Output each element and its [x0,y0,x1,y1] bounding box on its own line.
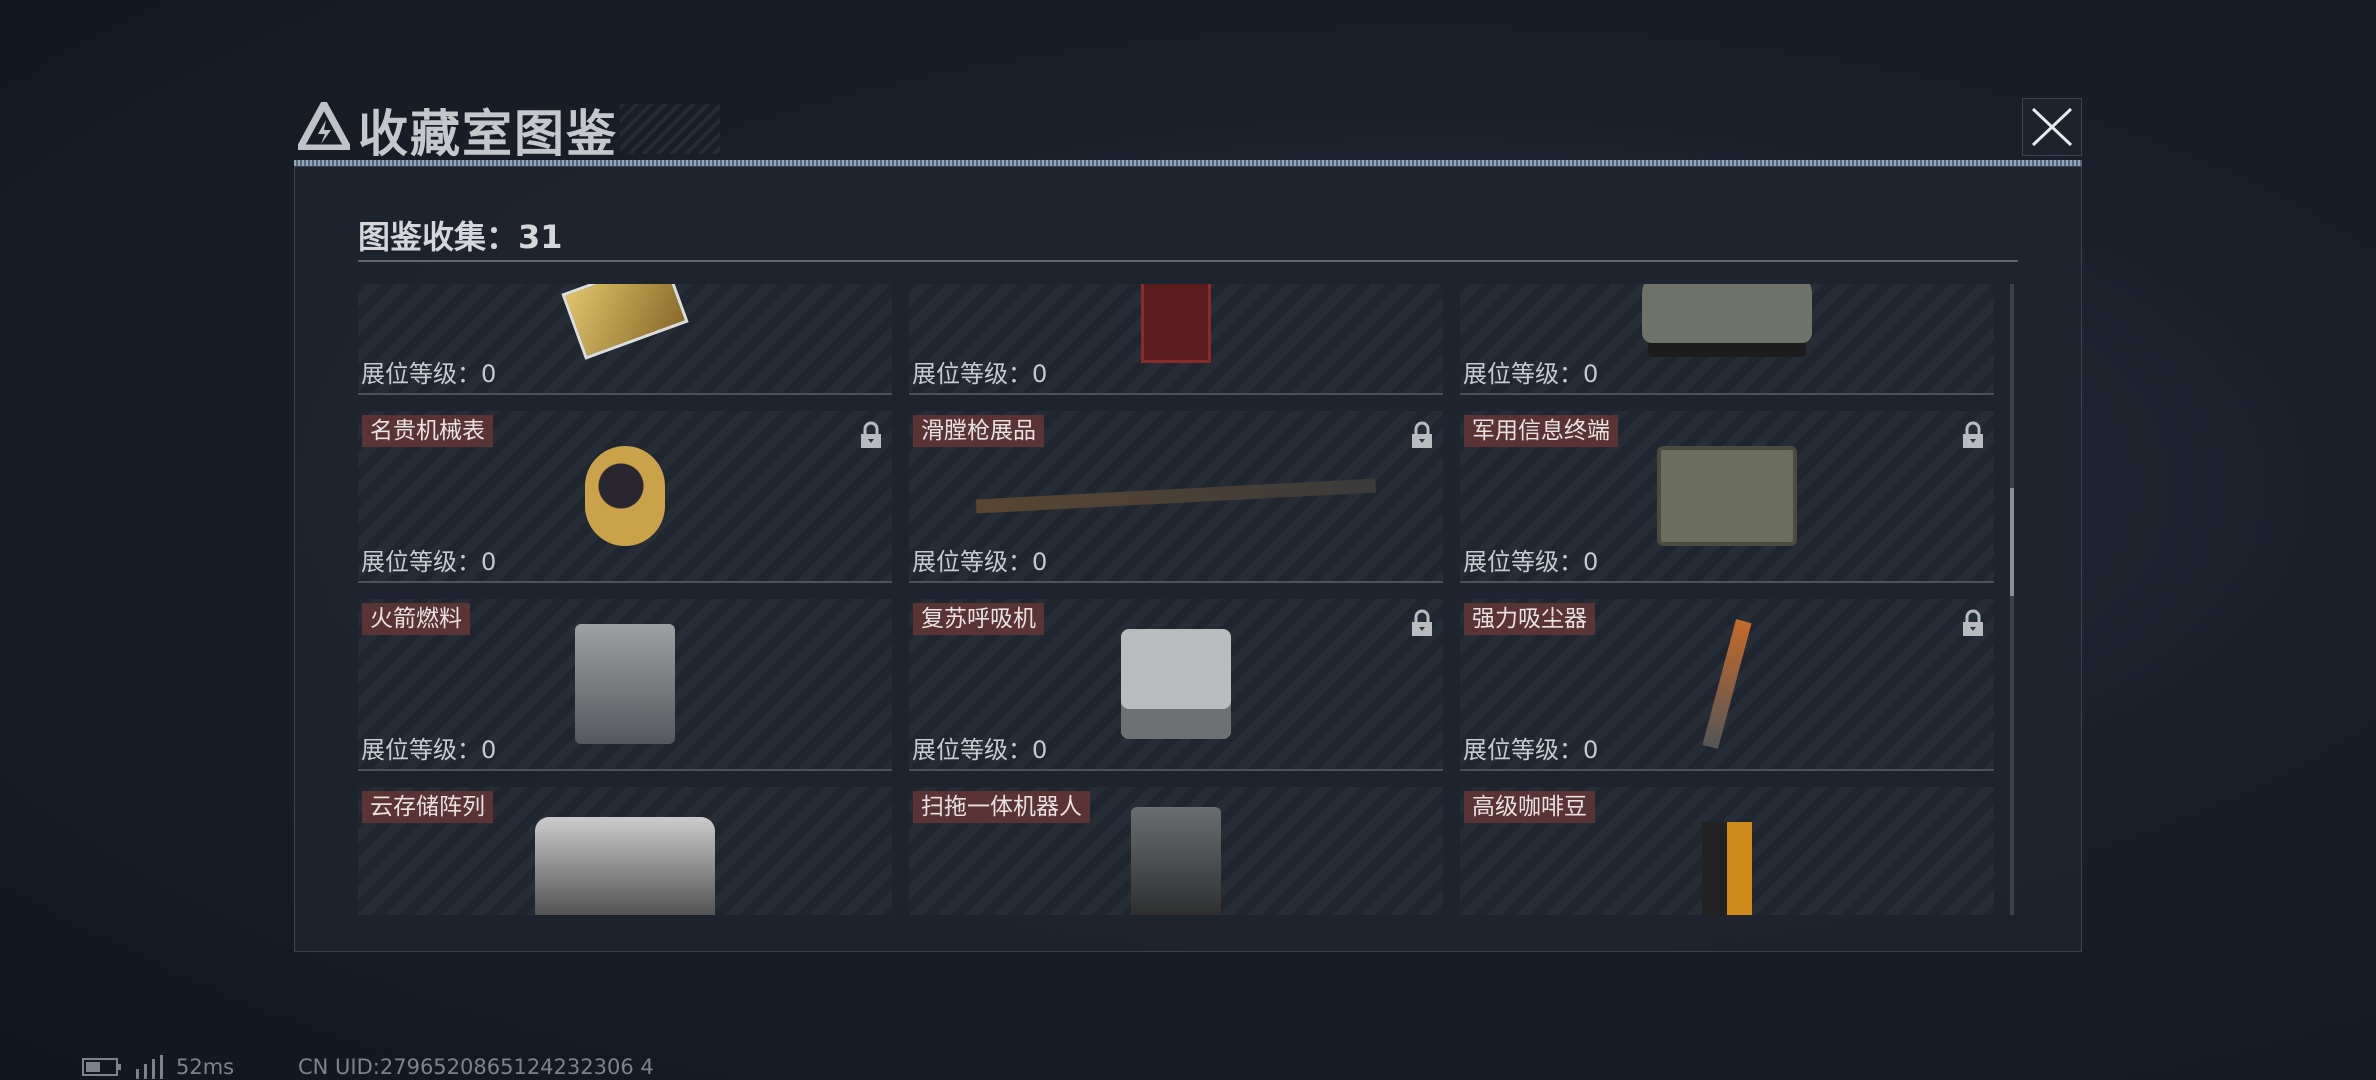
display-level: 展位等级：0 [361,736,497,764]
item-card[interactable]: 展位等级：0 [909,284,1443,395]
count-divider [358,260,2018,262]
display-level: 展位等级：0 [912,548,1048,576]
display-level: 展位等级：0 [1463,360,1599,388]
collection-count: 图鉴收集：31 [358,218,563,256]
item-image [1131,807,1221,915]
close-icon [2031,107,2073,147]
item-name: 高级咖啡豆 [1464,791,1595,823]
item-name: 强力吸尘器 [1464,603,1595,635]
item-image [585,446,665,546]
item-card[interactable]: 扫拖一体机器人展位等级：0 [909,787,1443,915]
item-card[interactable]: 展位等级：0 [1460,284,1994,395]
item-card[interactable]: 复苏呼吸机展位等级：0 [909,599,1443,771]
item-image [1702,619,1752,749]
item-card[interactable]: 火箭燃料展位等级：0 [358,599,892,771]
scrollbar[interactable] [2010,284,2014,915]
item-card[interactable]: 强力吸尘器展位等级：0 [1460,599,1994,771]
item-name: 名贵机械表 [362,415,493,447]
lock-icon [1412,421,1432,448]
item-card[interactable]: 高级咖啡豆展位等级：0 [1460,787,1994,915]
item-image [575,624,675,744]
item-image [1121,629,1231,739]
item-card[interactable]: 军用信息终端展位等级：0 [1460,411,1994,583]
item-image [975,478,1377,514]
battery-icon [82,1058,121,1076]
lock-icon [1963,421,1983,448]
user-uid: CN UID:2796520865124232306 4 [298,1055,654,1079]
item-image [1702,822,1752,915]
lock-icon [861,421,881,448]
lock-icon [1963,609,1983,636]
display-level: 展位等级：0 [912,360,1048,388]
display-level: 展位等级：0 [1463,736,1599,764]
display-level: 展位等级：0 [361,360,497,388]
item-name: 云存储阵列 [362,791,493,823]
ping-value: 52ms [176,1055,235,1079]
item-name: 火箭燃料 [362,603,470,635]
item-name: 滑膛枪展品 [913,415,1044,447]
item-name: 扫拖一体机器人 [913,791,1090,823]
item-name: 军用信息终端 [1464,415,1618,447]
item-image [1141,284,1211,363]
lock-icon [1412,609,1432,636]
item-card[interactable]: 展位等级：0 [358,284,892,395]
status-bar: 52ms [82,1055,234,1079]
signal-icon [136,1055,163,1079]
title-decoration [620,104,720,154]
display-level: 展位等级：0 [361,548,497,576]
item-image [1642,284,1812,343]
item-image [535,817,715,915]
title-bar: 收藏室图鉴 [290,92,2080,163]
scrollbar-thumb[interactable] [2010,488,2014,596]
page-title: 收藏室图鉴 [358,105,618,163]
triangle-bolt-icon [298,102,350,150]
item-image [1657,446,1797,546]
item-card[interactable]: 滑膛枪展品展位等级：0 [909,411,1443,583]
header-divider [294,160,2082,166]
close-button[interactable] [2022,98,2082,156]
item-card[interactable]: 云存储阵列展位等级：0 [358,787,892,915]
display-level: 展位等级：0 [912,736,1048,764]
item-image [561,284,689,360]
display-level: 展位等级：0 [1463,548,1599,576]
item-card[interactable]: 名贵机械表展位等级：0 [358,411,892,583]
item-name: 复苏呼吸机 [913,603,1044,635]
